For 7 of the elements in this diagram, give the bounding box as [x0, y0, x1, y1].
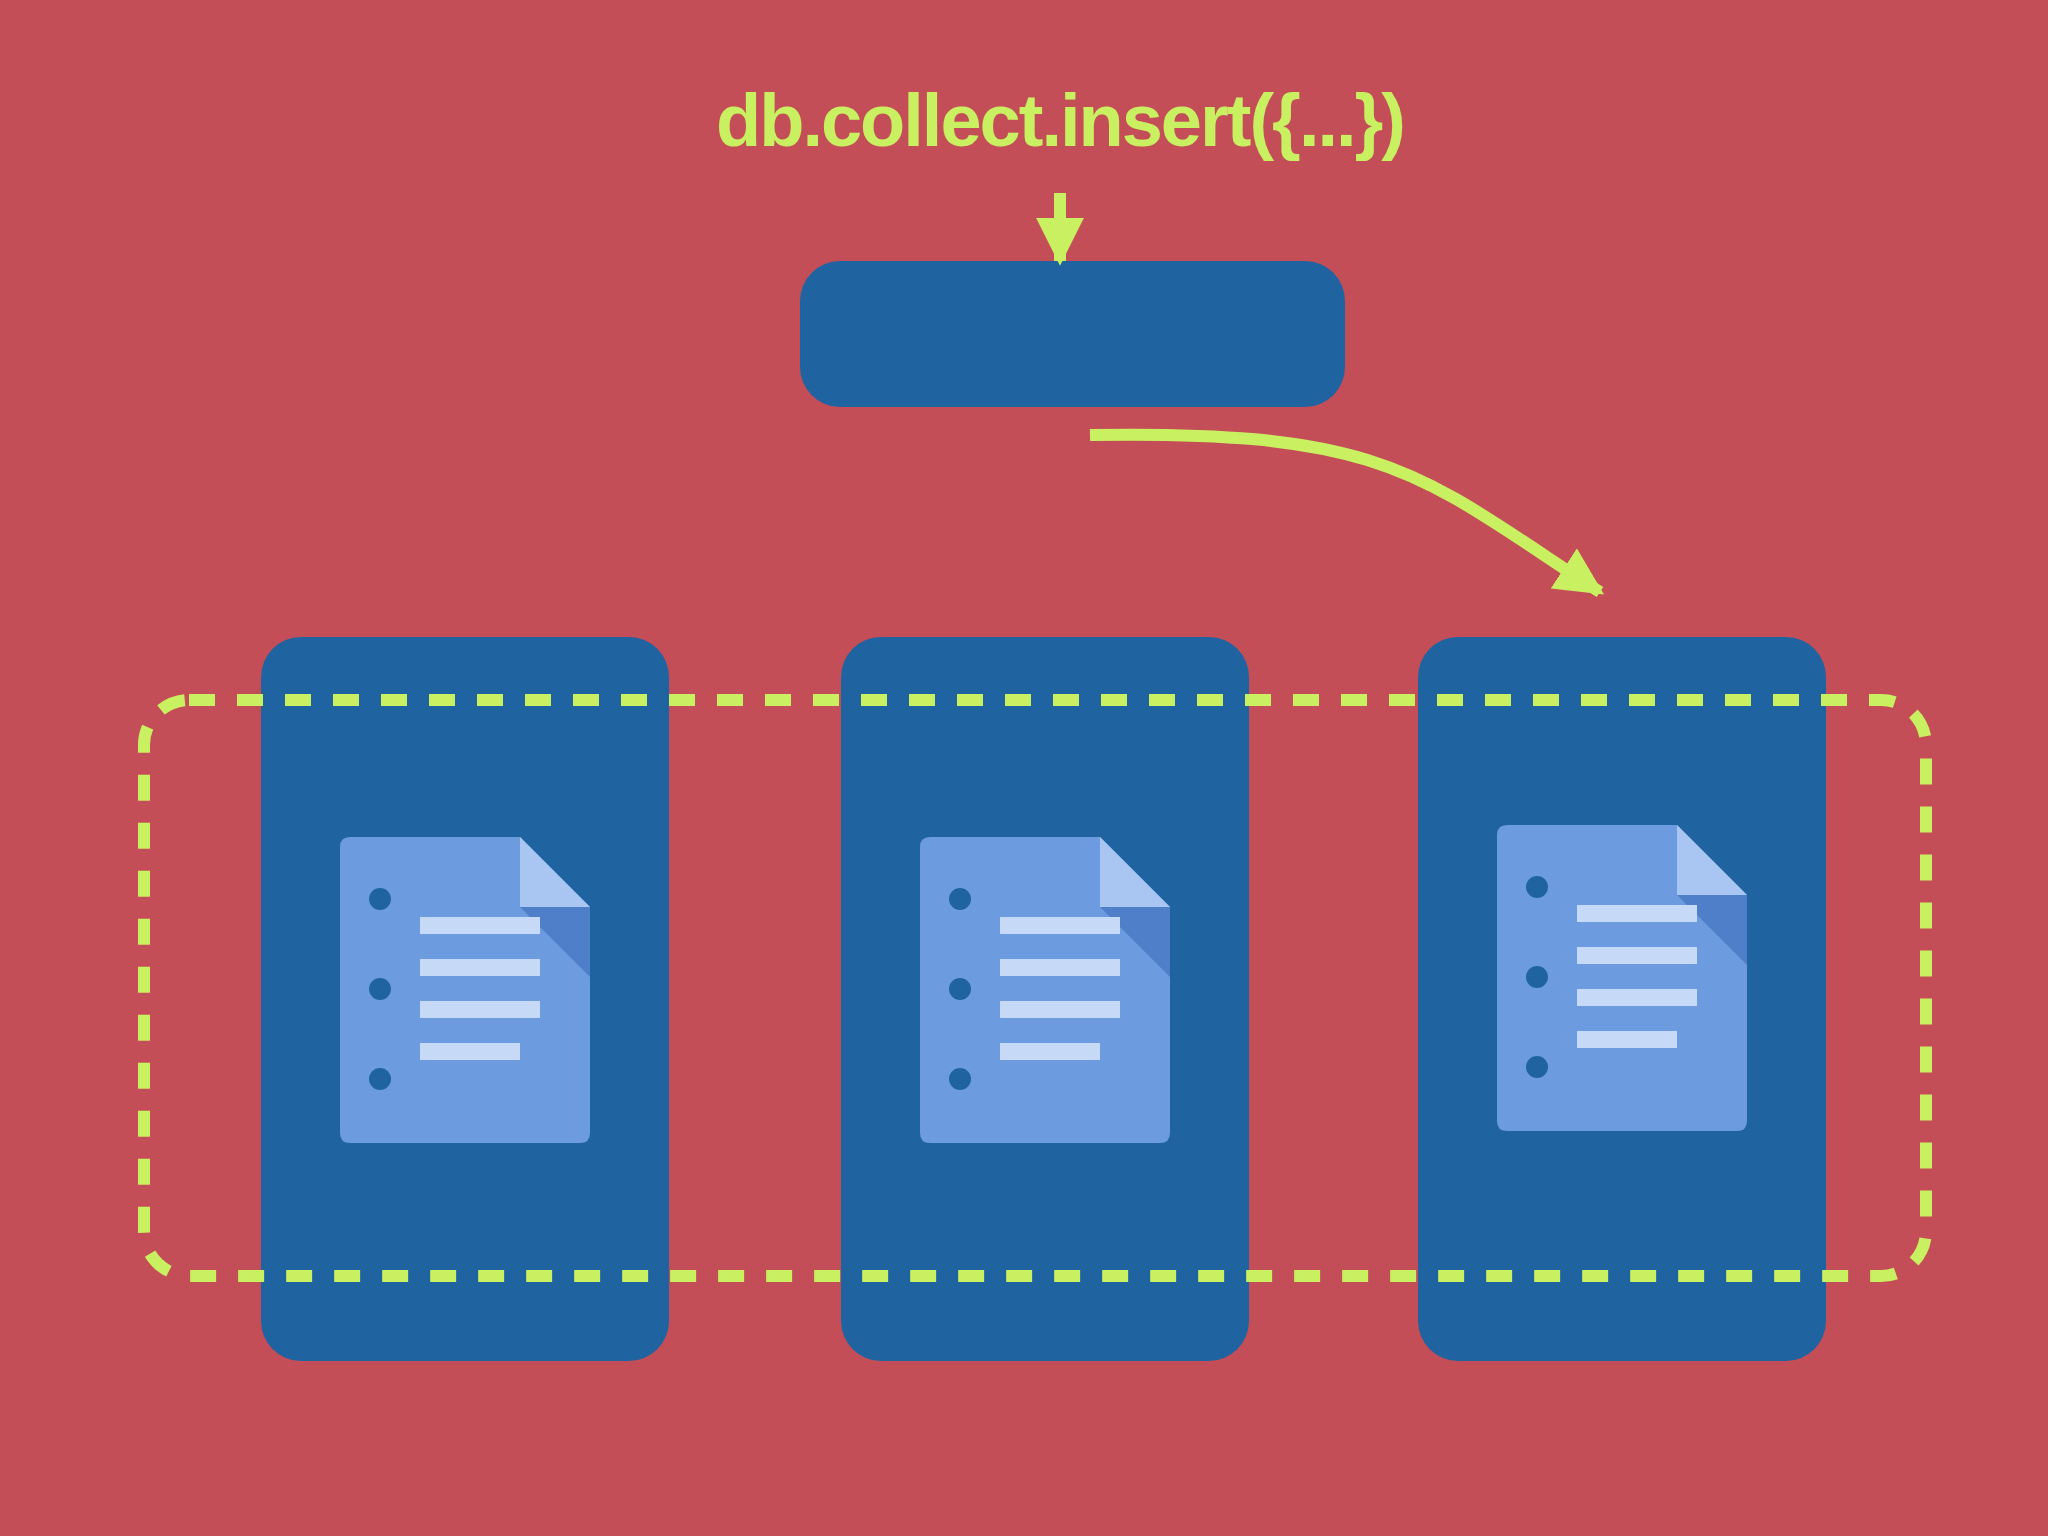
shard-box [1418, 637, 1826, 1361]
shard-box [261, 637, 669, 1361]
arrow [1036, 193, 1084, 266]
router-box [800, 261, 1345, 407]
arrow [1089, 428, 1604, 597]
code-text: db.collect.insert({...}) [716, 77, 1404, 163]
shard-box [841, 637, 1249, 1361]
